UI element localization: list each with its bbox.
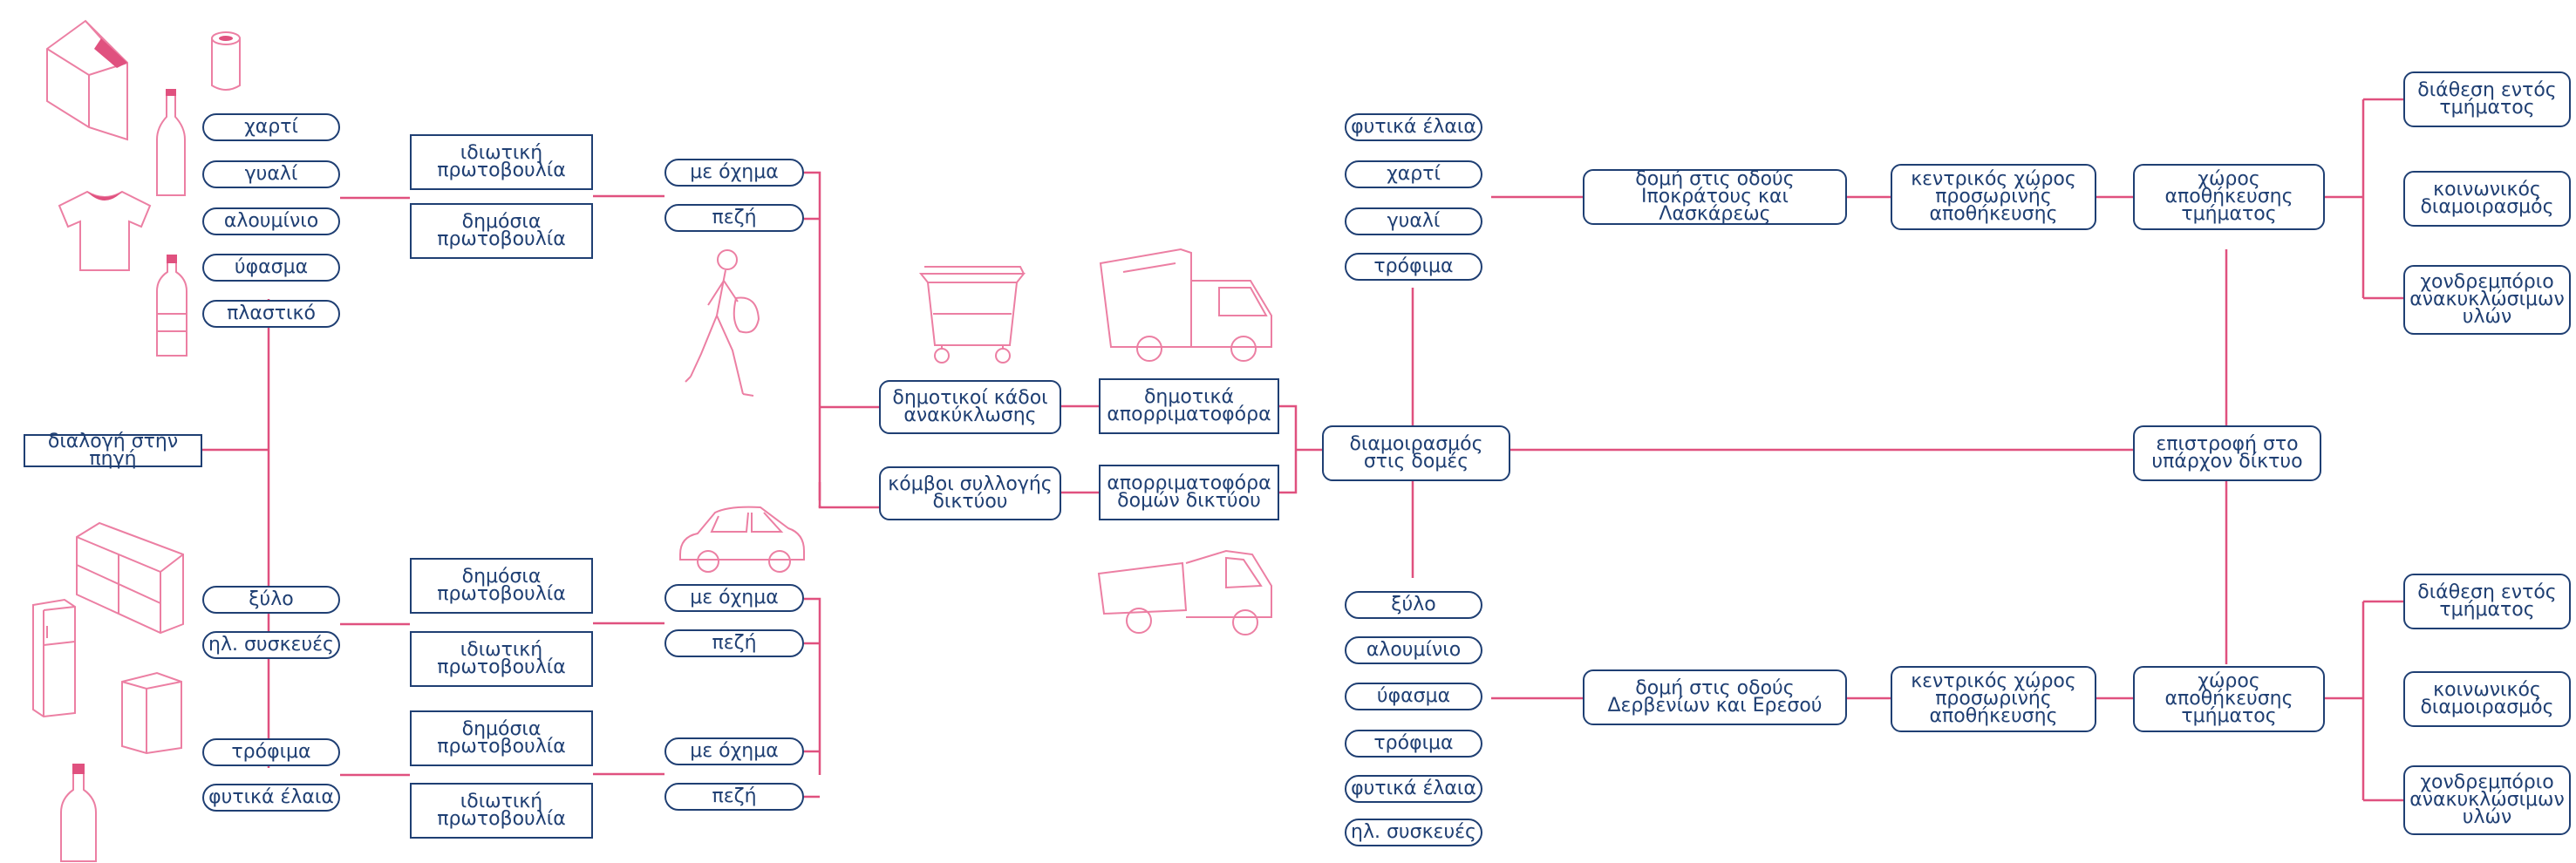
material-food: τρόφιμα: [202, 738, 340, 766]
lower-structure: δομή στις οδούς Δερβενίων και Ερεσού: [1583, 669, 1847, 725]
mode-vehicle-c: με όχημα: [664, 737, 804, 765]
upper-material-glass: γυαλί: [1345, 207, 1482, 235]
fridge-illustration: [30, 596, 78, 718]
mode-walk-b: πεζή: [664, 629, 804, 657]
material-appliances: ηλ. συσκευές: [202, 631, 340, 659]
lower-central-storage: κεντρικός χώρος προσωρινής αποθήκευσης: [1891, 666, 2096, 732]
upper-material-oil: φυτικά έλαια: [1345, 113, 1482, 141]
mode-walk-c: πεζή: [664, 783, 804, 811]
initiative-private-b: ιδιωτική πρωτοβουλία: [410, 631, 593, 687]
material-aluminium: αλουμίνιο: [202, 207, 340, 235]
recycling-bin-illustration: [916, 262, 1029, 370]
plastic-bottle-illustration: [153, 253, 190, 361]
distribution-to-structures: διαμοιρασμός στις δομές: [1322, 425, 1510, 481]
initiative-private-a: ιδιωτική πρωτοβουλία: [410, 134, 593, 190]
initiative-public-c: δημόσια πρωτοβουλία: [410, 710, 593, 766]
material-vegetable-oil: φυτικά έλαια: [202, 784, 340, 812]
upper-department-storage: χώρος αποθήκευσης τμήματος: [2133, 164, 2325, 230]
upper-outcome-internal-use: διάθεση εντός τμήματος: [2403, 71, 2571, 127]
network-garbage-trucks: απορριματοφόρα δομών δικτύου: [1099, 465, 1279, 520]
garbage-truck-illustration: [1097, 246, 1280, 368]
material-glass: γυαλί: [202, 160, 340, 188]
return-to-network: επιστροφή στο υπάρχον δίκτυο: [2133, 425, 2321, 481]
lower-material-oil: φυτικά έλαια: [1345, 775, 1482, 803]
lower-outcome-wholesale: χονδρεμπόριο ανακυκλώσιμων υλών: [2403, 765, 2571, 835]
car-illustration: [677, 502, 808, 581]
lower-material-appliances: ηλ. συσκευές: [1345, 819, 1482, 846]
initiative-private-c: ιδιωτική πρωτοβουλία: [410, 783, 593, 839]
mode-walk-a: πεζή: [664, 204, 804, 232]
lower-outcome-internal-use: διάθεση εντός τμήματος: [2403, 574, 2571, 629]
oil-bottle-illustration: [56, 760, 101, 863]
pickup-truck-illustration: [1095, 542, 1275, 640]
municipal-bins: δημοτικοί κάδοι ανακύκλωσης: [879, 380, 1061, 434]
initiative-public-a: δημόσια πρωτοβουλία: [410, 203, 593, 259]
material-plastic: πλαστικό: [202, 300, 340, 328]
material-wood: ξύλο: [202, 586, 340, 614]
upper-outcome-wholesale: χονδρεμπόριο ανακυκλώσιμων υλών: [2403, 265, 2571, 335]
glass-bottle-illustration: [153, 87, 188, 199]
lower-outcome-social-sharing: κοινωνικός διαμοιρασμός: [2403, 671, 2571, 727]
paper-bag-illustration: [119, 669, 185, 755]
source-sorting-box: διαλογή στην πηγή: [24, 432, 202, 469]
lower-material-wood: ξύλο: [1345, 591, 1482, 619]
lower-material-aluminium: αλουμίνιο: [1345, 636, 1482, 664]
network-collection-nodes: κόμβοι συλλογής δικτύου: [879, 466, 1061, 520]
can-illustration: [208, 30, 244, 96]
upper-material-food: τρόφιμα: [1345, 253, 1482, 281]
mode-vehicle-b: με όχημα: [664, 584, 804, 612]
mode-vehicle-a: με όχημα: [664, 159, 804, 187]
municipal-garbage-trucks: δημοτικά απορριματοφόρα: [1099, 378, 1279, 434]
lower-department-storage: χώρος αποθήκευσης τμήματος: [2133, 666, 2325, 732]
milk-carton-illustration: [40, 14, 136, 145]
walking-person-illustration: [682, 246, 769, 403]
upper-outcome-social-sharing: κοινωνικός διαμοιρασμός: [2403, 171, 2571, 227]
material-paper: χαρτί: [202, 113, 340, 141]
t-shirt-illustration: [56, 187, 153, 274]
shelf-furniture-illustration: [73, 520, 187, 635]
upper-structure: δομή στις οδούς Ιποκράτους και Λασκάρεως: [1583, 169, 1847, 225]
lower-material-fabric: ύφασμα: [1345, 683, 1482, 710]
lower-material-food: τρόφιμα: [1345, 730, 1482, 758]
upper-central-storage: κεντρικός χώρος προσωρινής αποθήκευσης: [1891, 164, 2096, 230]
material-fabric: ύφασμα: [202, 254, 340, 282]
upper-material-paper: χαρτί: [1345, 160, 1482, 188]
initiative-public-b: δημόσια πρωτοβουλία: [410, 558, 593, 614]
